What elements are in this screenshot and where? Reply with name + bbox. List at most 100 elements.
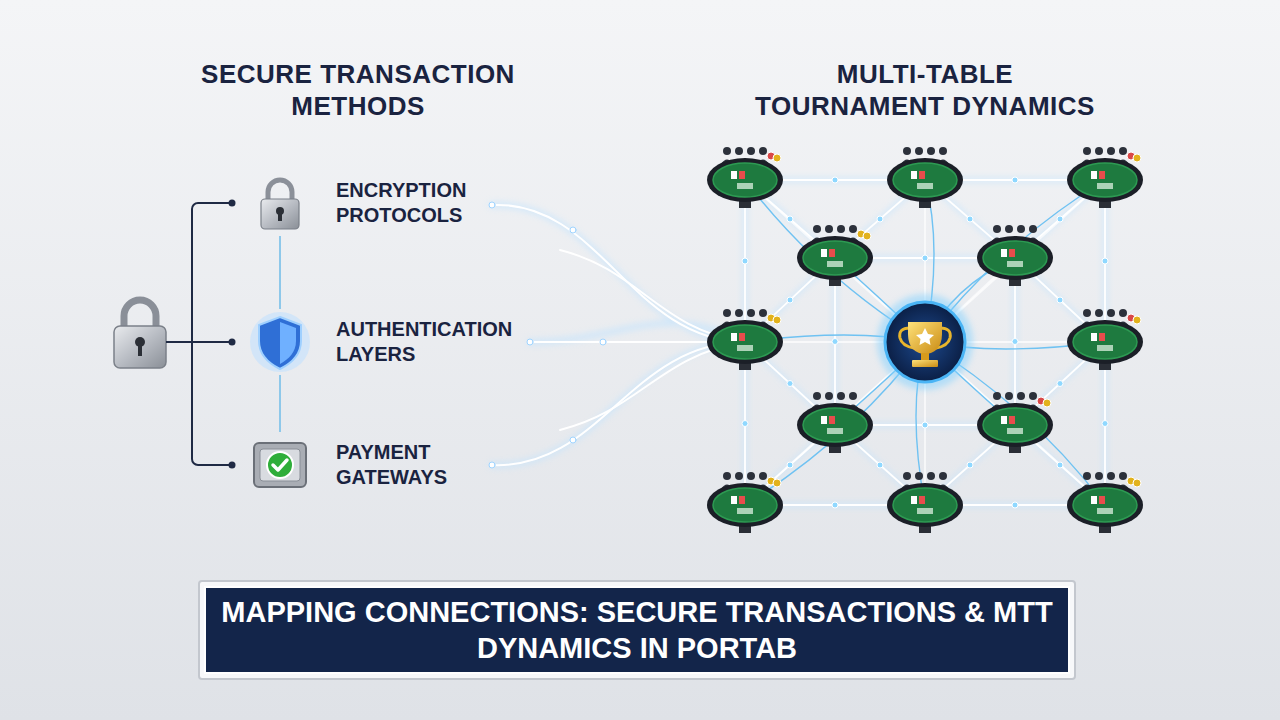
network-dot [922, 422, 928, 428]
network-dot [967, 462, 973, 468]
item-label: ENCRYPTION PROTOCOLS [336, 178, 536, 228]
poker-table [977, 225, 1053, 286]
network-dot [787, 216, 793, 222]
section-heading: SECURE TRANSACTION METHODS [193, 58, 523, 122]
shield-icon [248, 310, 312, 374]
table-felt [713, 163, 777, 197]
player-head [759, 147, 767, 155]
poker-table [707, 472, 783, 533]
table-felt [803, 408, 867, 442]
table-card [1099, 171, 1105, 179]
player-head [849, 225, 857, 233]
player-head [825, 392, 833, 400]
network-links [745, 180, 1105, 505]
player-head [1107, 147, 1115, 155]
player-head [735, 472, 743, 480]
network-dot [1057, 216, 1063, 222]
table-felt [893, 488, 957, 522]
network-dot [787, 381, 793, 387]
hub-disc [885, 302, 965, 382]
table-card [1009, 249, 1015, 257]
player-head [927, 147, 935, 155]
network-dot [1057, 381, 1063, 387]
network-dot [1012, 502, 1018, 508]
player-head [1083, 147, 1091, 155]
caption-text: MAPPING CONNECTIONS: SECURE TRANSACTIONS… [215, 590, 1059, 670]
connector-line [279, 375, 281, 432]
chip-stack [773, 479, 781, 487]
player-head [837, 225, 845, 233]
player-head [1095, 147, 1103, 155]
player-head [1029, 392, 1037, 400]
player-head [1005, 225, 1013, 233]
poker-table [707, 147, 783, 208]
connector-line [279, 236, 281, 309]
table-card [739, 171, 745, 179]
table-felt [713, 488, 777, 522]
player-head [1119, 147, 1127, 155]
poker-table [1067, 472, 1143, 533]
tournament-network [707, 147, 1143, 533]
network-dot [742, 258, 748, 264]
table-card [731, 496, 737, 504]
network-dot [832, 339, 838, 345]
table-screen [737, 345, 753, 351]
table-card [1001, 249, 1007, 257]
player-head [939, 472, 947, 480]
table-felt [1073, 325, 1137, 359]
table-felt [983, 241, 1047, 275]
network-glow [745, 180, 1105, 505]
player-head [825, 225, 833, 233]
player-head [1083, 472, 1091, 480]
player-head [723, 147, 731, 155]
caption-banner [199, 581, 1075, 679]
chip-stack [1043, 399, 1051, 407]
player-head [903, 472, 911, 480]
table-rim [797, 403, 873, 447]
network-dot [877, 216, 883, 222]
poker-table [1067, 147, 1143, 208]
table-card [911, 496, 917, 504]
table-screen [827, 428, 843, 434]
table-card [1091, 496, 1097, 504]
lock-icon [248, 171, 312, 235]
player-head [903, 147, 911, 155]
table-card [911, 171, 917, 179]
chip-stack [1133, 316, 1141, 324]
player-head [813, 392, 821, 400]
table-card [731, 171, 737, 179]
player-head [759, 472, 767, 480]
player-head [837, 392, 845, 400]
player-head [1107, 472, 1115, 480]
poker-table [887, 472, 963, 533]
chip-stack [1133, 479, 1141, 487]
poker-table [707, 309, 783, 370]
network-dot [1057, 462, 1063, 468]
player-head [993, 392, 1001, 400]
player-head [1005, 392, 1013, 400]
player-head [747, 472, 755, 480]
chip-stack [863, 232, 871, 240]
table-card [1099, 496, 1105, 504]
table-felt [713, 325, 777, 359]
chip-stack [1133, 154, 1141, 162]
network-dots [742, 177, 1108, 508]
table-screen [827, 261, 843, 267]
table-card [739, 496, 745, 504]
table-rim [1067, 483, 1143, 527]
trophy-hub [877, 294, 973, 390]
table-card [1099, 333, 1105, 341]
table-felt [983, 408, 1047, 442]
player-head [735, 147, 743, 155]
table-rim [707, 483, 783, 527]
network-dot [787, 297, 793, 303]
table-felt [893, 163, 957, 197]
table-card [739, 333, 745, 341]
player-head [1095, 309, 1103, 317]
network-dot [922, 255, 928, 261]
connector-glow [277, 375, 283, 432]
section-heading: MULTI-TABLE TOURNAMENT DYNAMICS [745, 58, 1105, 122]
